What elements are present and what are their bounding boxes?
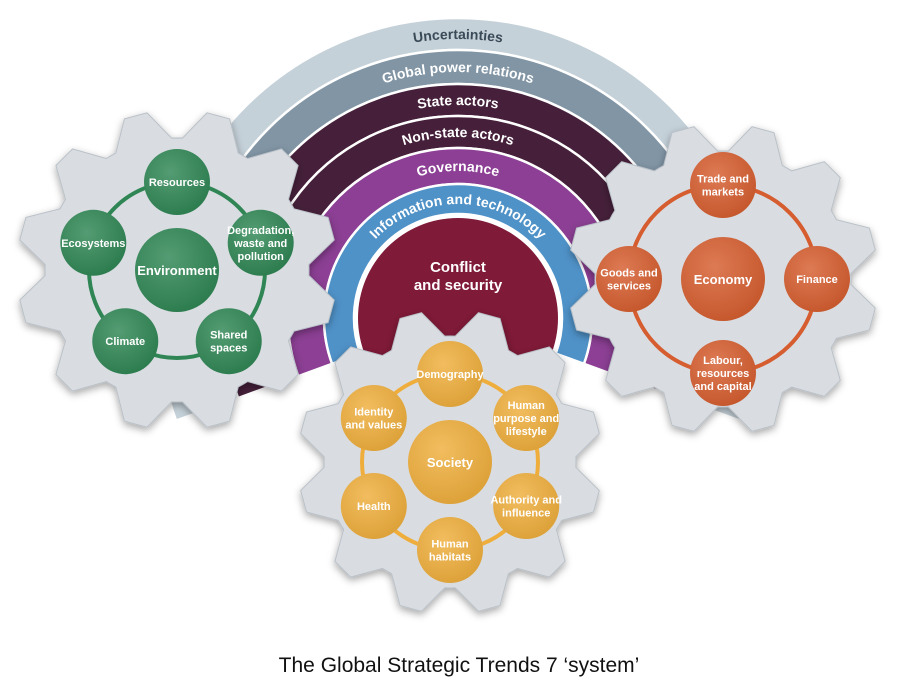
arc-label-uncertainties: Uncertainties bbox=[412, 26, 504, 46]
economy-node-circle bbox=[784, 246, 850, 312]
society-node-label: Health bbox=[357, 501, 391, 513]
society-node-circle bbox=[493, 385, 560, 451]
environment-node-circle bbox=[195, 308, 262, 375]
society-node-circle bbox=[493, 473, 560, 539]
society-hub bbox=[408, 420, 492, 504]
society-node: Demography bbox=[416, 341, 484, 407]
economy-node-circle bbox=[596, 246, 662, 312]
environment-hub-label: Environment bbox=[137, 263, 217, 278]
society-node-circle bbox=[340, 385, 407, 451]
environment-node: Ecosystems bbox=[60, 209, 127, 276]
environment-node-circle bbox=[92, 308, 159, 375]
society-node-circle bbox=[340, 473, 407, 539]
society-node-circle bbox=[417, 341, 483, 407]
environment-node: Climate bbox=[92, 308, 159, 375]
economy-hub bbox=[681, 237, 765, 321]
economy-hub-label: Economy bbox=[694, 272, 753, 287]
environment-node-label: Resources bbox=[149, 177, 205, 189]
environment-node-circle bbox=[227, 209, 294, 276]
economy-node-circle bbox=[690, 340, 756, 406]
environment-node-circle bbox=[144, 149, 210, 215]
environment-node-label: Climate bbox=[105, 336, 145, 348]
society-node-label: Demography bbox=[416, 369, 484, 381]
arc-label-state_actors: State actors bbox=[416, 92, 500, 112]
environment-node-circle bbox=[60, 209, 127, 276]
economy-node-circle bbox=[690, 152, 756, 218]
environment-node-label: Ecosystems bbox=[61, 238, 125, 250]
environment-node: Resources bbox=[144, 149, 210, 215]
society-hub-label: Society bbox=[427, 455, 474, 470]
society-node: Health bbox=[340, 473, 407, 539]
arc-label-governance: Governance bbox=[415, 158, 502, 180]
figure-caption: The Global Strategic Trends 7 ‘system’ bbox=[278, 654, 640, 677]
arc-band-info_tech bbox=[322, 182, 594, 366]
environment-hub bbox=[135, 228, 219, 312]
society-node-circle bbox=[417, 517, 483, 583]
economy-node: Finance bbox=[784, 246, 850, 312]
economy-node-label: Finance bbox=[796, 274, 838, 286]
